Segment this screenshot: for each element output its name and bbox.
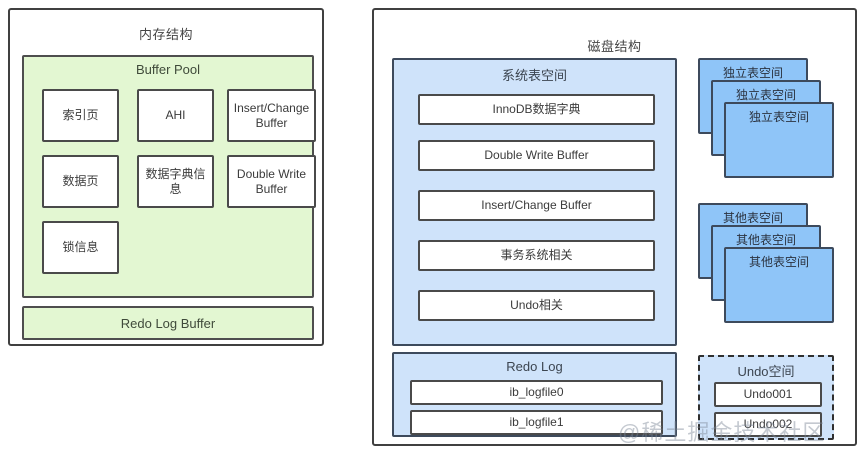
buffer-pool-cell-data-dictionary-info[interactable]: 数据字典信息: [137, 155, 214, 208]
buffer-pool-cell-insert-change-buffer[interactable]: Insert/Change Buffer: [227, 89, 316, 142]
buffer-pool-cell-ahi[interactable]: AHI: [137, 89, 214, 142]
buffer-pool-cell-double-write-buffer[interactable]: Double Write Buffer: [227, 155, 316, 208]
independent-tablespace-box-3[interactable]: 独立表空间: [724, 102, 834, 178]
buffer-pool-cell-lock-info[interactable]: 锁信息: [42, 221, 119, 274]
undo-space-item-undo001[interactable]: Undo001: [714, 382, 822, 407]
system-tablespace-item-double-write-buffer[interactable]: Double Write Buffer: [418, 140, 655, 171]
system-tablespace-group: 系统表空间 InnoDB数据字典 Double Write Buffer Ins…: [392, 58, 677, 346]
redo-log-group: Redo Log ib_logfile0 ib_logfile1: [392, 352, 677, 437]
redo-log-item-ib-logfile1[interactable]: ib_logfile1: [410, 410, 663, 435]
undo-space-title: Undo空间: [737, 364, 795, 379]
undo-space-item-undo002[interactable]: Undo002: [714, 412, 822, 437]
system-tablespace-item-insert-change-buffer[interactable]: Insert/Change Buffer: [418, 190, 655, 221]
disk-structure-panel: 磁盘结构 系统表空间 InnoDB数据字典 Double Write Buffe…: [372, 8, 857, 446]
undo-space-group: Undo空间 Undo001 Undo002: [698, 355, 834, 440]
buffer-pool-cell-data-page[interactable]: 数据页: [42, 155, 119, 208]
other-tablespace-box-3[interactable]: 其他表空间: [724, 247, 834, 323]
redo-log-buffer-bar[interactable]: Redo Log Buffer: [22, 306, 314, 340]
system-tablespace-item-undo-related[interactable]: Undo相关: [418, 290, 655, 321]
system-tablespace-item-innodb-dictionary[interactable]: InnoDB数据字典: [418, 94, 655, 125]
memory-structure-title: 内存结构: [138, 27, 193, 42]
redo-log-item-ib-logfile0[interactable]: ib_logfile0: [410, 380, 663, 405]
memory-structure-panel: 内存结构 Buffer Pool 索引页 AHI Insert/Change B…: [8, 8, 324, 346]
system-tablespace-title: 系统表空间: [501, 68, 567, 83]
system-tablespace-item-transaction-system[interactable]: 事务系统相关: [418, 240, 655, 271]
disk-structure-title: 磁盘结构: [587, 39, 642, 54]
buffer-pool-group: Buffer Pool 索引页 AHI Insert/Change Buffer…: [22, 55, 316, 298]
buffer-pool-cell-index-page[interactable]: 索引页: [42, 89, 119, 142]
redo-log-title: Redo Log: [506, 359, 563, 374]
buffer-pool-title: Buffer Pool: [135, 62, 201, 77]
